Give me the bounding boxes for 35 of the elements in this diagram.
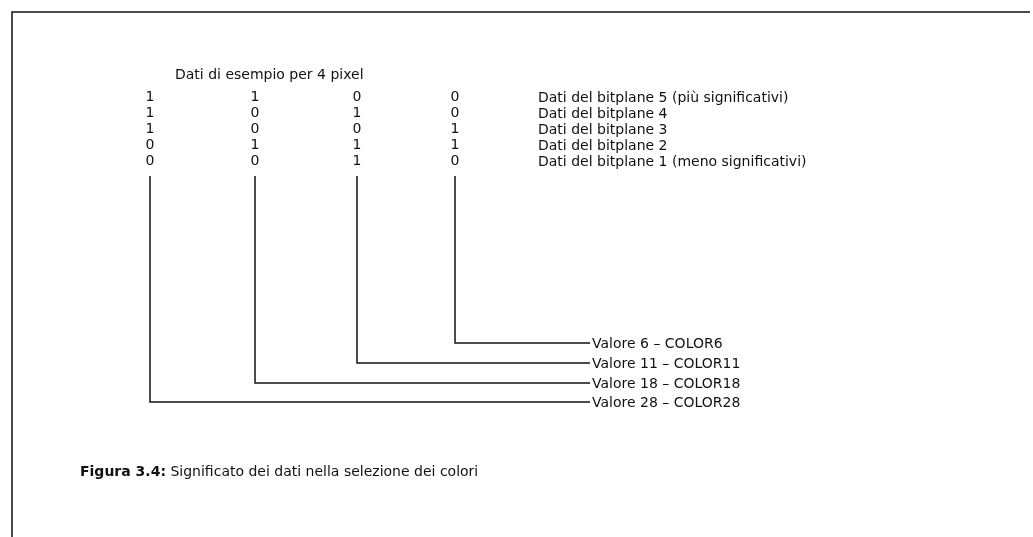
bit-value: 0 [351,88,363,104]
bitplane-label: Dati del bitplane 1 (meno significativi) [538,153,807,169]
bit-value: 1 [144,104,156,120]
bit-value: 1 [249,136,261,152]
bit-value: 1 [351,104,363,120]
bit-value: 1 [144,120,156,136]
heading: Dati di esempio per 4 pixel [175,66,364,82]
bit-value: 0 [449,152,461,168]
bit-value: 1 [351,152,363,168]
value-label: Valore 6 – COLOR6 [590,334,725,352]
bit-value: 0 [249,120,261,136]
bit-value: 1 [249,88,261,104]
bitplane-label: Dati del bitplane 3 [538,121,668,137]
bit-value: 1 [351,136,363,152]
bit-value: 0 [351,120,363,136]
figure-caption: Figura 3.4: Significato dei dati nella selezione dei colori [80,463,479,479]
bit-value: 0 [449,104,461,120]
bitplane-label: Dati del bitplane 2 [538,137,668,153]
connector-line [149,175,591,403]
bit-value: 0 [144,136,156,152]
value-label: Valore 28 – COLOR28 [590,393,743,411]
bit-value: 1 [144,88,156,104]
bit-value: 1 [449,120,461,136]
bit-value: 1 [449,136,461,152]
connector-line [254,175,591,384]
bit-value: 0 [249,104,261,120]
connector-line [356,175,591,364]
bitplane-label: Dati del bitplane 5 (più significativi) [538,89,789,105]
bit-value: 0 [249,152,261,168]
bitplane-label: Dati del bitplane 4 [538,105,668,121]
value-label: Valore 11 – COLOR11 [590,354,743,372]
bit-value: 0 [449,88,461,104]
value-label: Valore 18 – COLOR18 [590,374,743,392]
connector-line [454,175,591,344]
bit-value: 0 [144,152,156,168]
